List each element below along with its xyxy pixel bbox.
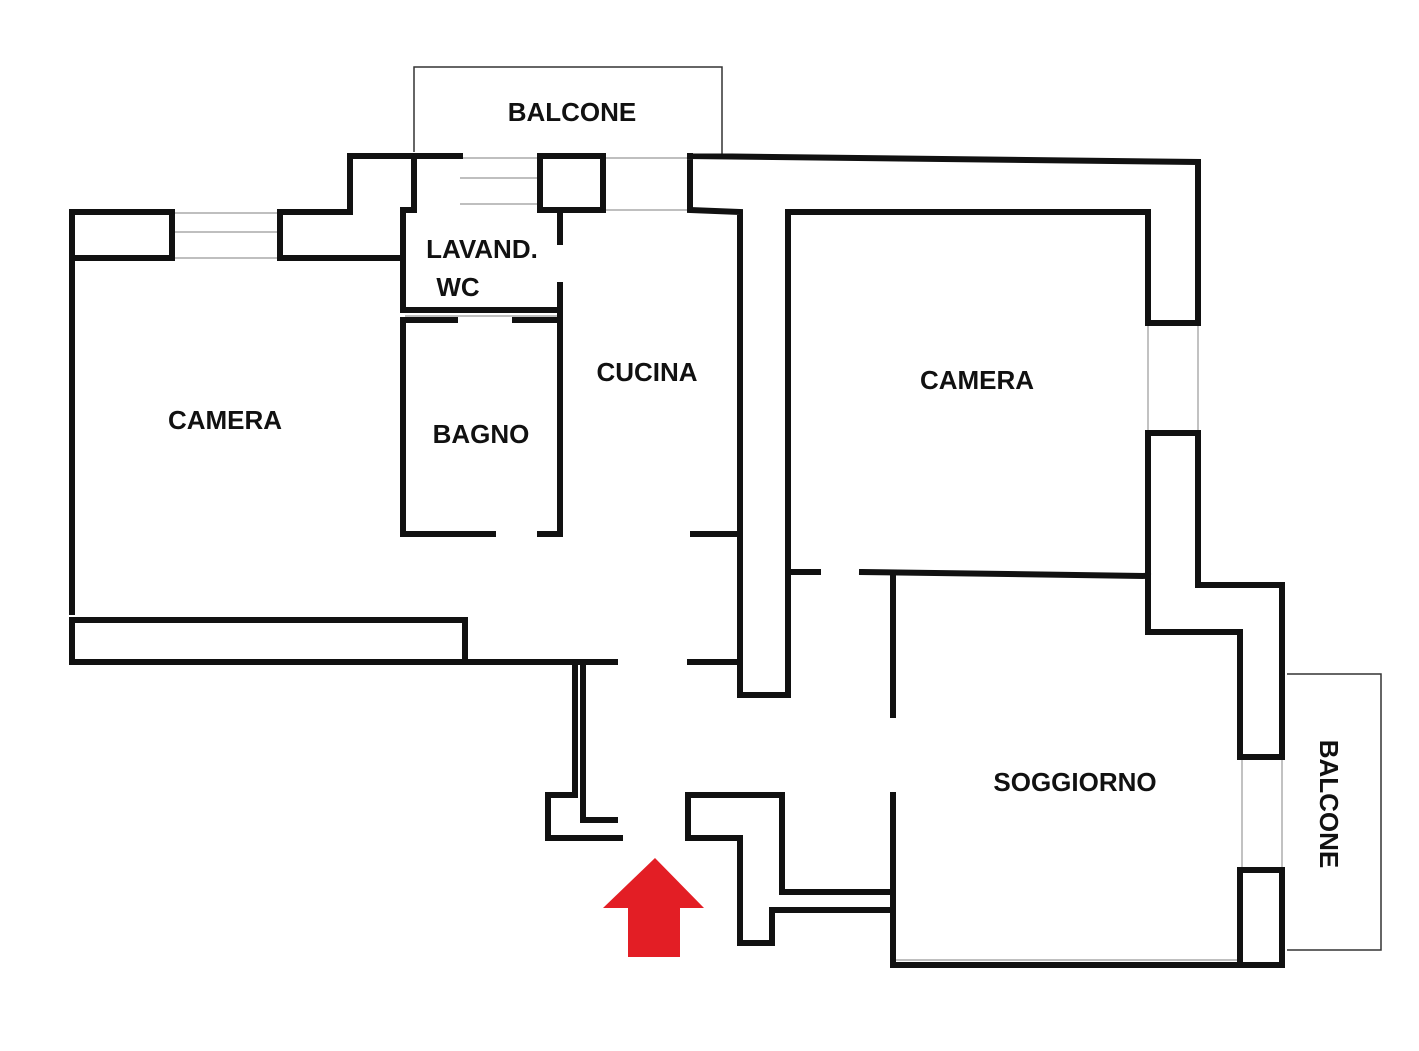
label-soggiorno: SOGGIORNO <box>993 767 1156 797</box>
label-cucina: CUCINA <box>596 357 697 387</box>
label-camera-right: CAMERA <box>920 365 1034 395</box>
arrow-up-icon <box>603 858 704 957</box>
label-lavanderia: LAVAND. <box>426 234 538 264</box>
balcony-right <box>1287 673 1382 951</box>
label-balcone-top: BALCONE <box>508 97 637 127</box>
balcony-top <box>413 66 723 156</box>
label-wc: WC <box>436 272 480 302</box>
label-camera-left: CAMERA <box>168 405 282 435</box>
label-balcone-right: BALCONE <box>1314 740 1344 869</box>
walls <box>69 152 1285 968</box>
windows <box>175 157 1283 961</box>
label-bagno: BAGNO <box>433 419 530 449</box>
